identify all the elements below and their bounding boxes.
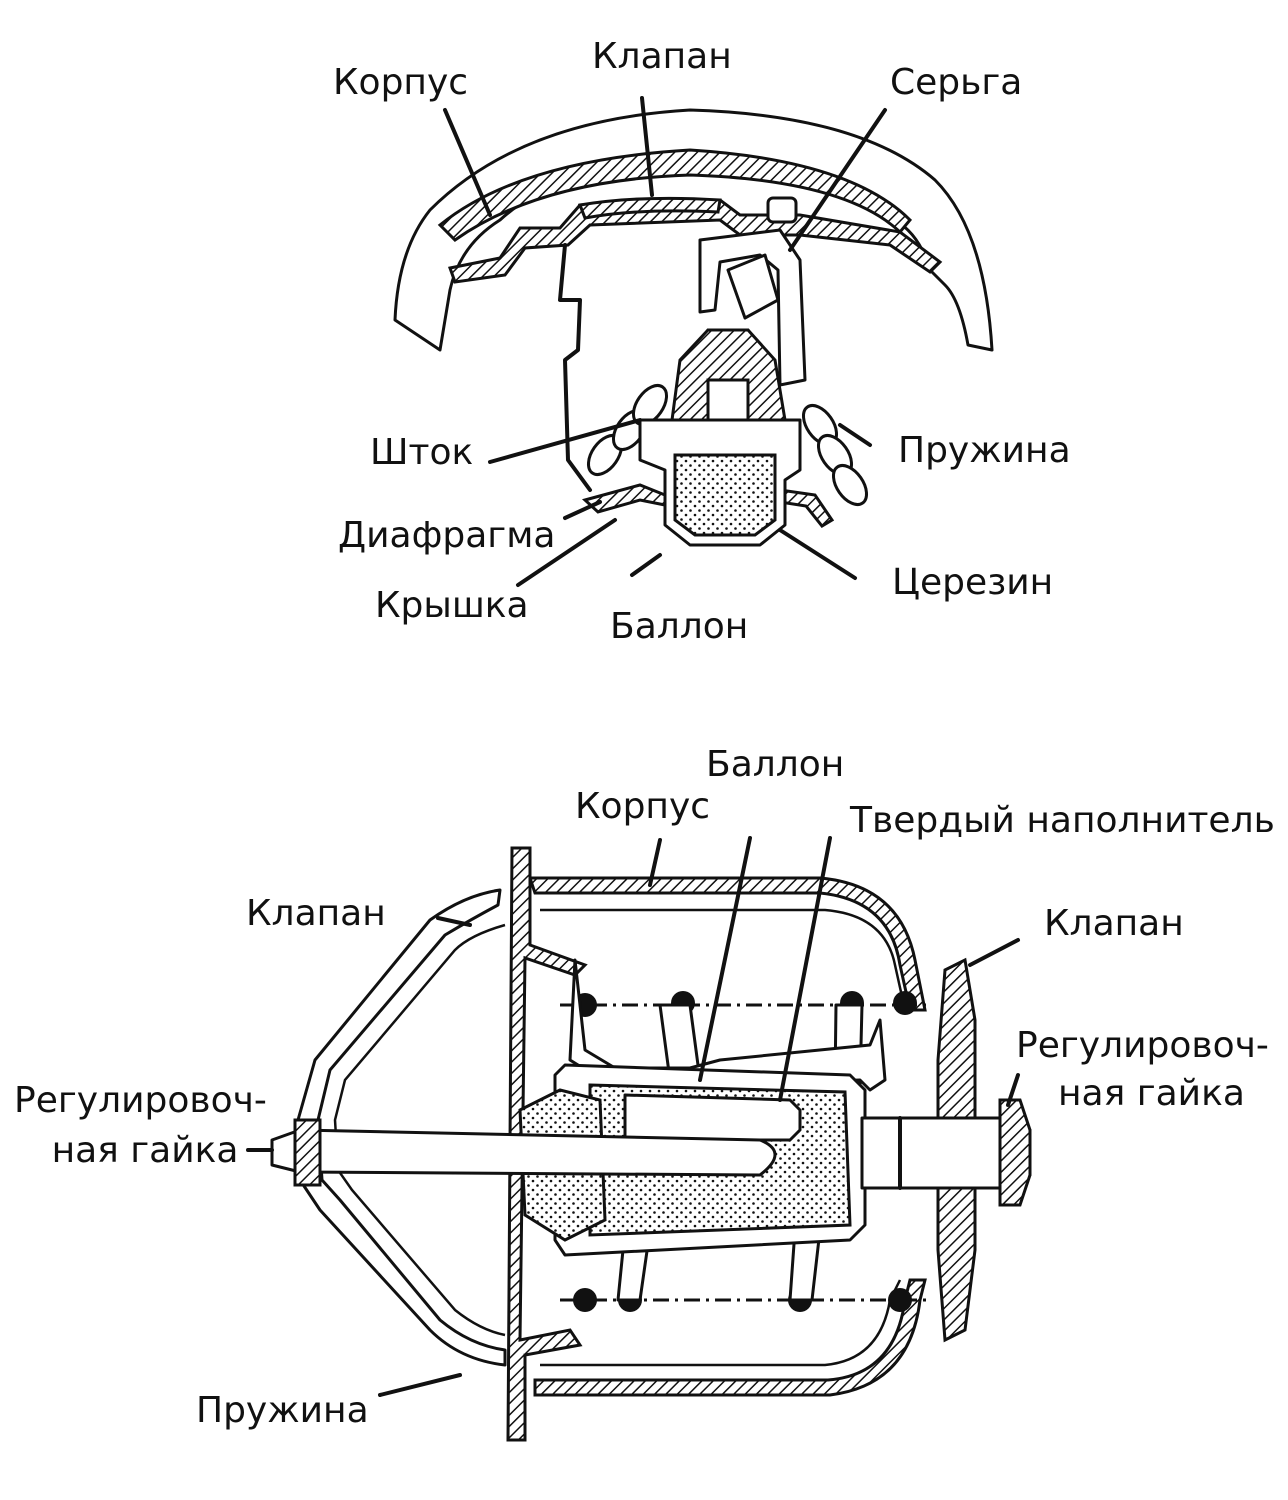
- label-tverdyi-napolnitel: Твердый наполнитель: [850, 800, 1275, 841]
- bottom-nut-left: [293, 1118, 322, 1187]
- top-thermostat-drawing: [393, 96, 994, 587]
- label-korpus-bottom: Корпус: [575, 786, 711, 827]
- label-reg-gaika-right-2: ная гайка: [1058, 1073, 1245, 1114]
- top-diaphragm-right: [778, 488, 835, 528]
- top-flange: [448, 198, 943, 284]
- top-valve-plate: [577, 196, 722, 220]
- top-ceresin: [673, 453, 777, 537]
- top-side-wall: [558, 243, 592, 492]
- bottom-left-bridge: [296, 888, 507, 1367]
- label-reg-gaika-right-1: Регулировоч-: [1016, 1025, 1269, 1066]
- label-pruzhina-bottom: Пружина: [196, 1390, 369, 1431]
- top-diaphragm: [581, 483, 667, 514]
- bottom-nut-right: [998, 1098, 1032, 1207]
- label-reg-gaika-left-2: ная гайка: [51, 1130, 239, 1171]
- bottom-balloon-cavity: [623, 1093, 802, 1142]
- label-shtok-top: Шток: [370, 432, 474, 473]
- label-ballon-bottom: Баллон: [706, 744, 845, 785]
- label-klapan-right: Клапан: [1044, 903, 1184, 944]
- bottom-thermostat-drawing: [246, 836, 1032, 1442]
- label-klapan-top: Клапан: [592, 36, 732, 77]
- top-yoke-pin: [766, 196, 798, 224]
- label-kryshka-top: Крышка: [375, 585, 529, 626]
- bottom-housing-lower: [533, 1278, 927, 1397]
- label-pruzhina-top: Пружина: [898, 430, 1071, 471]
- bottom-flange: [506, 846, 588, 1442]
- label-klapan-left: Клапан: [246, 893, 386, 934]
- bottom-housing: [527, 876, 927, 1012]
- label-serga-top: Серьга: [890, 62, 1023, 103]
- bottom-rod: [270, 1128, 777, 1177]
- label-diafragma-top: Диафрагма: [338, 515, 556, 556]
- top-housing-inner: [437, 148, 913, 242]
- label-tserezin-top: Церезин: [892, 562, 1054, 603]
- bottom-housing-inner: [540, 908, 907, 1367]
- top-yoke: [698, 228, 807, 387]
- label-ballon-top: Баллон: [610, 606, 749, 647]
- label-reg-gaika-left-1: Регулировоч-: [14, 1080, 267, 1121]
- label-korpus-top: Корпус: [333, 62, 469, 103]
- top-yoke-link: [726, 253, 780, 320]
